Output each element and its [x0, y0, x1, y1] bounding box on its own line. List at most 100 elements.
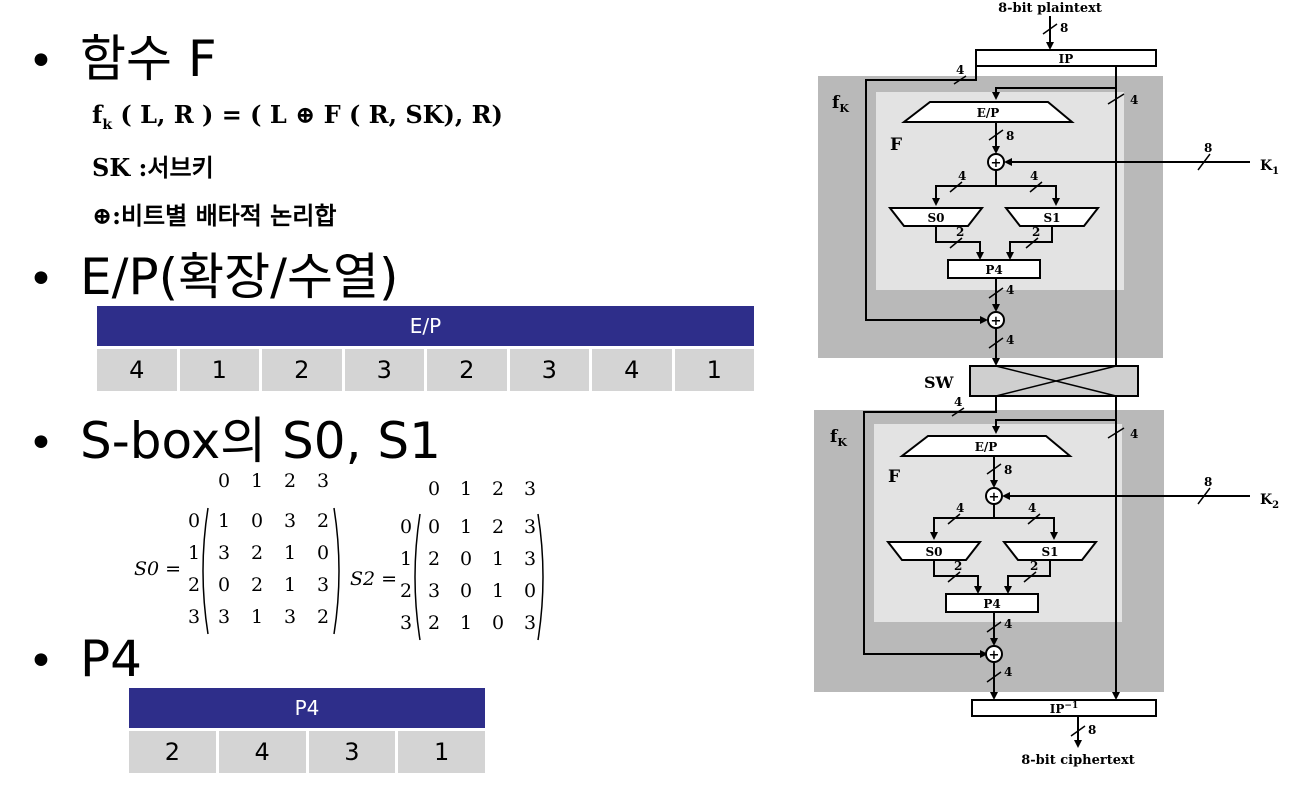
f-label: F [888, 467, 900, 487]
ciphertext-label: 8-bit ciphertext [1021, 753, 1135, 768]
width-label: 4 [958, 169, 966, 183]
width-label: 4 [956, 63, 964, 77]
matrix-cell: 1 [460, 516, 473, 538]
matrix-cell: 2 [251, 574, 264, 596]
sbox-label: S0 = [134, 558, 182, 580]
matrix-cell: 2 [428, 612, 441, 634]
arrow [992, 87, 1116, 100]
matrix-cell: 2 [492, 516, 505, 538]
f-label: F [890, 135, 902, 155]
bullet-dot: • [28, 254, 54, 305]
width-label: 4 [1028, 501, 1036, 515]
p4-label: P4 [983, 597, 1000, 611]
bus-slash [1025, 237, 1039, 249]
bus-slash [947, 571, 961, 583]
arrow [1004, 560, 1051, 594]
bus-slash [951, 407, 965, 417]
arrow [996, 185, 1060, 206]
matrix-cell: 0 [492, 612, 505, 634]
p4-table: P4 2 4 3 1 [126, 688, 488, 773]
bus-slash [949, 181, 963, 193]
k2-label: K2 [1260, 492, 1279, 511]
arrow [1006, 226, 1053, 260]
col-header: 0 [218, 470, 231, 492]
row-header: 3 [400, 612, 413, 634]
ep-cell: 2 [427, 346, 507, 391]
matrix-cell: 0 [428, 516, 441, 538]
ep-cell: 2 [262, 346, 342, 391]
col-header: 1 [251, 470, 264, 492]
p4-cell: 1 [398, 728, 485, 773]
s0-box [885, 541, 983, 561]
matrix-cell: 3 [218, 606, 231, 628]
s1-box [1003, 207, 1101, 227]
formula-fk: fk ( L, R ) = ( L ⊕ F ( R, SK), R) [92, 100, 503, 133]
matrix-cell: 3 [284, 510, 297, 532]
row-header: 0 [400, 516, 413, 538]
matrix-cell: 2 [251, 542, 264, 564]
s0-label: S0 [925, 545, 942, 559]
left-half-path [865, 66, 988, 324]
bus-slash [986, 621, 1002, 633]
bus-slash [953, 75, 967, 85]
bullet-dot: • [28, 36, 54, 87]
fk-label: fK [832, 93, 849, 115]
plaintext-label: 8-bit plaintext [998, 1, 1102, 16]
arrow [992, 419, 1116, 434]
ip-inverse-box [971, 699, 1157, 717]
matrix-cell: 3 [428, 580, 441, 602]
sbox-s2-matrix: S2 = 0 1 2 3 0 1 2 3 0 1 2 3 2 0 1 3 3 0… [350, 478, 560, 648]
row-header: 1 [188, 542, 201, 564]
row-header: 0 [188, 510, 201, 532]
ep-box [901, 101, 1075, 123]
matrix-cell: 2 [428, 548, 441, 570]
ep-cell: 3 [344, 346, 424, 391]
bus-slash [988, 129, 1004, 141]
row-header: 2 [400, 580, 413, 602]
bus-slash [986, 463, 1002, 475]
p4-box [947, 259, 1041, 279]
matrix-cell: 1 [284, 574, 297, 596]
ip-box [975, 49, 1157, 67]
matrix-cell: 3 [524, 516, 537, 538]
sdes-block-diagram: 8-bit plaintext 8 IP fK F 4 4 E/P 8 + 8 … [814, 1, 1279, 768]
matrix-cell: 0 [317, 542, 330, 564]
matrix-cell: 0 [218, 574, 231, 596]
matrix-cell: 3 [284, 606, 297, 628]
matrix-cell: 0 [460, 580, 473, 602]
matrix-cell: 1 [218, 510, 231, 532]
bullet-dot: • [28, 636, 54, 687]
heading-p4: P4 [80, 630, 142, 688]
xor-symbol: + [989, 490, 1000, 505]
ep-box [899, 435, 1073, 457]
ep-cell: 1 [674, 346, 754, 391]
bus-slash [1197, 487, 1211, 505]
xor-symbol: + [991, 156, 1002, 171]
p4-cell: 4 [218, 728, 306, 773]
width-label: 4 [954, 395, 962, 409]
ip-inverse-label: IP−1 [1050, 701, 1078, 716]
xor-symbol: + [989, 648, 1000, 663]
p4-box [945, 593, 1039, 613]
p4-table-header: P4 [129, 688, 485, 728]
col-header: 2 [492, 478, 505, 500]
ip-label: IP [1059, 52, 1074, 66]
arrow [994, 517, 1058, 540]
bus-slash [988, 287, 1004, 299]
width-label: 8 [1204, 141, 1212, 155]
row-header: 3 [188, 606, 201, 628]
s0-box [887, 207, 985, 227]
width-label: 4 [1004, 617, 1012, 631]
bus-slash [1027, 513, 1041, 525]
bus-slash [1107, 93, 1125, 105]
col-header: 2 [284, 470, 297, 492]
bus-slash [1107, 427, 1125, 439]
bullet-dot: • [28, 418, 54, 469]
ep-cell: 1 [179, 346, 259, 391]
width-label: 8 [1006, 129, 1014, 143]
bus-slash [1070, 725, 1086, 737]
fk-label: fK [830, 427, 847, 449]
matrix-cell: 0 [460, 548, 473, 570]
width-label: 4 [1006, 283, 1014, 297]
sw-label: SW [924, 373, 955, 392]
